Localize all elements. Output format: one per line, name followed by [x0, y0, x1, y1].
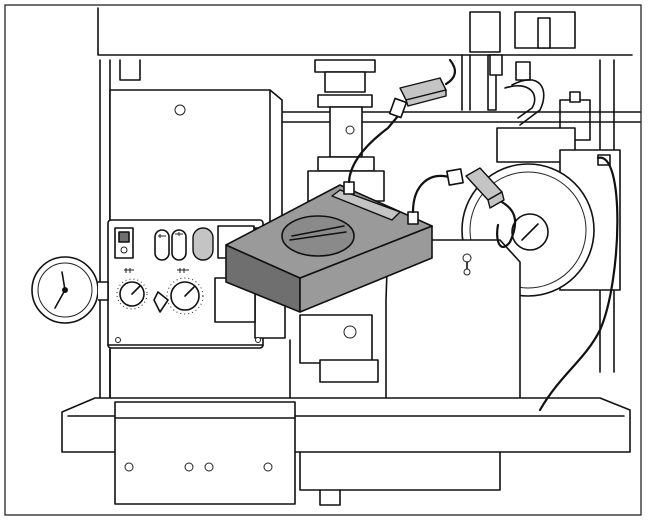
- heating-icon: [124, 268, 134, 273]
- probe-cables: [347, 114, 517, 249]
- probe-plug-top: [388, 58, 456, 119]
- probe-socket-left: [343, 181, 355, 195]
- pressure-gauge: [31, 256, 109, 324]
- lower-left-frame: [109, 314, 379, 421]
- right-side-cable: [538, 156, 619, 412]
- probe-plug-right: [446, 167, 505, 209]
- upper-left-housing: [109, 89, 283, 231]
- indicator-lamp-1: [154, 229, 170, 261]
- probe-socket-right: [407, 211, 419, 225]
- multimeter: [225, 181, 433, 313]
- indicator-lamp-3: [192, 227, 214, 261]
- front-bracket: [114, 401, 296, 505]
- indicator-lamp-2: [171, 229, 187, 261]
- center-column: [307, 59, 385, 202]
- hot-water-icon: [177, 268, 189, 273]
